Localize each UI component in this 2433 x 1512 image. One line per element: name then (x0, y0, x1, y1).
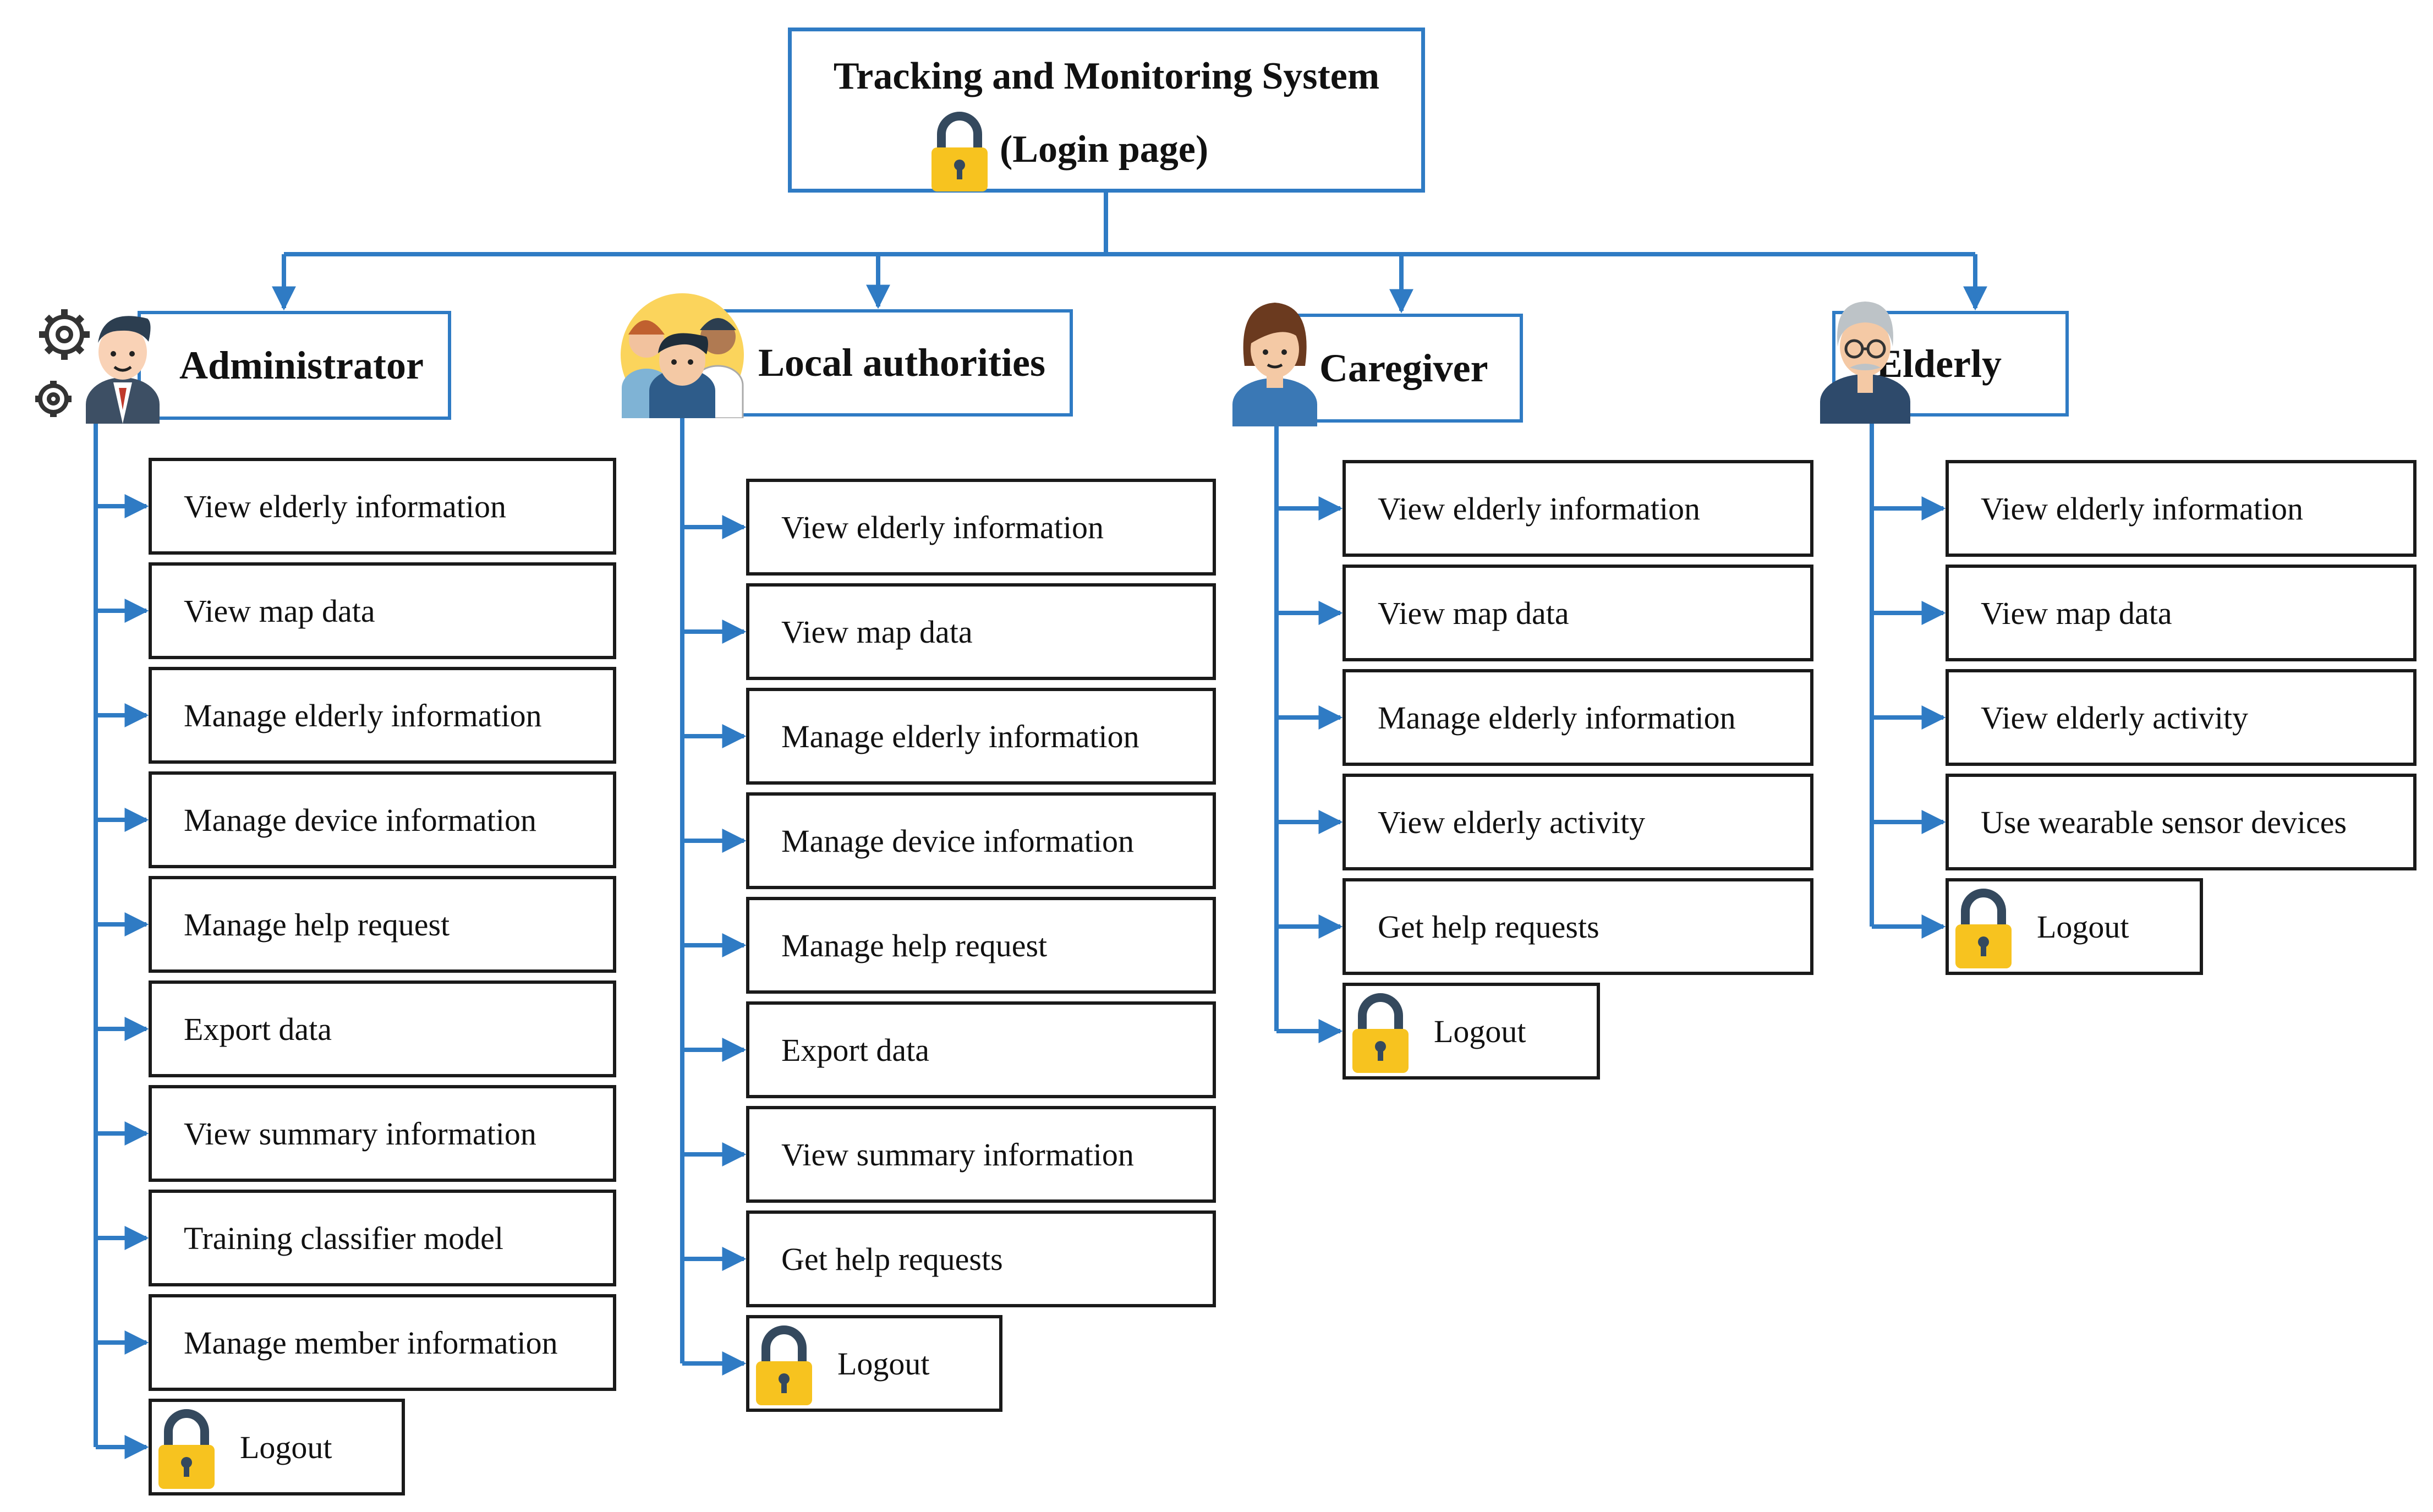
function-label: Manage device information (781, 823, 1134, 859)
function-box: View map data (746, 583, 1216, 680)
lock-icon (756, 1325, 812, 1405)
function-label: Use wearable sensor devices (1981, 804, 2347, 840)
gears-icon (35, 309, 90, 417)
function-box: Manage elderly information (149, 667, 616, 764)
logout-label: Logout (2037, 908, 2129, 945)
function-label: Manage member information (184, 1324, 558, 1361)
role-label: Local authorities (758, 341, 1045, 385)
function-box: Manage elderly information (1342, 669, 1813, 766)
function-label: View summary information (184, 1115, 536, 1152)
logout-label: Logout (240, 1429, 332, 1465)
lock-icon (1955, 889, 2012, 968)
function-label: Manage device information (184, 802, 536, 838)
function-box: Manage help request (746, 897, 1216, 994)
admin-avatar-icon (86, 316, 160, 424)
logout-label: Logout (837, 1345, 930, 1382)
function-label: View map data (1378, 595, 1569, 631)
role-administrator: Administrator (138, 311, 451, 420)
role-label: Elderly (1876, 341, 2002, 386)
root-login-box: Tracking and Monitoring System (Login pa… (788, 28, 1425, 193)
logout-button[interactable]: Logout (746, 1315, 1002, 1412)
caregiver-avatar-icon (1232, 303, 1317, 426)
elderly-avatar-icon (1820, 302, 1910, 424)
function-box: Manage elderly information (746, 688, 1216, 785)
function-box: Export data (746, 1001, 1216, 1098)
function-box: View summary information (746, 1106, 1216, 1203)
function-label: View elderly information (781, 509, 1104, 545)
function-label: View map data (184, 593, 375, 629)
group-avatar-icon (621, 293, 744, 418)
function-label: View summary information (781, 1136, 1134, 1173)
logout-button[interactable]: Logout (1946, 878, 2203, 975)
function-label: View elderly activity (1378, 804, 1646, 840)
function-box: Training classifier model (149, 1190, 616, 1286)
function-box: View summary information (149, 1085, 616, 1182)
function-label: Manage elderly information (1378, 699, 1736, 736)
function-box: View elderly information (746, 479, 1216, 576)
function-label: Export data (184, 1011, 332, 1047)
function-box: Export data (149, 980, 616, 1077)
function-label: Get help requests (781, 1241, 1003, 1277)
lock-icon (1352, 993, 1409, 1073)
function-box: View elderly activity (1342, 774, 1813, 870)
logout-button[interactable]: Logout (149, 1399, 405, 1495)
function-label: Export data (781, 1032, 929, 1068)
function-label: View elderly activity (1981, 699, 2249, 736)
function-box: View elderly information (149, 458, 616, 555)
function-box: Get help requests (1342, 878, 1813, 975)
function-label: View elderly information (184, 488, 507, 524)
function-box: View map data (1342, 565, 1813, 661)
role-local-authorities: Local authorities (710, 309, 1073, 417)
function-box: View elderly information (1946, 460, 2416, 557)
function-box: View map data (1946, 565, 2416, 661)
function-box: Get help requests (746, 1210, 1216, 1307)
role-caregiver: Caregiver (1275, 314, 1523, 423)
root-title: Tracking and Monitoring System (833, 55, 1380, 97)
function-label: Manage elderly information (781, 718, 1139, 754)
lock-icon (931, 112, 988, 191)
function-box: Manage member information (149, 1294, 616, 1391)
function-box: View elderly information (1342, 460, 1813, 557)
logout-button[interactable]: Logout (1342, 983, 1600, 1080)
function-box: Manage device information (149, 771, 616, 868)
function-label: View elderly information (1378, 490, 1701, 527)
function-label: Manage help request (184, 906, 450, 943)
function-label: Manage elderly information (184, 697, 542, 733)
function-label: Manage help request (781, 927, 1048, 963)
function-box: View elderly activity (1946, 669, 2416, 766)
function-label: View elderly information (1981, 490, 2304, 527)
function-label: View map data (781, 613, 973, 650)
function-box: Manage device information (746, 792, 1216, 889)
function-box: View map data (149, 562, 616, 659)
role-label: Caregiver (1319, 346, 1488, 390)
function-box: Manage help request (149, 876, 616, 973)
role-label: Administrator (179, 343, 424, 387)
logout-label: Logout (1434, 1013, 1526, 1049)
root-subtitle: (Login page) (1000, 128, 1209, 171)
function-box: Use wearable sensor devices (1946, 774, 2416, 870)
function-label: View map data (1981, 595, 2172, 631)
function-label: Training classifier model (184, 1220, 503, 1256)
function-label: Get help requests (1378, 908, 1599, 945)
lock-icon (158, 1409, 215, 1489)
